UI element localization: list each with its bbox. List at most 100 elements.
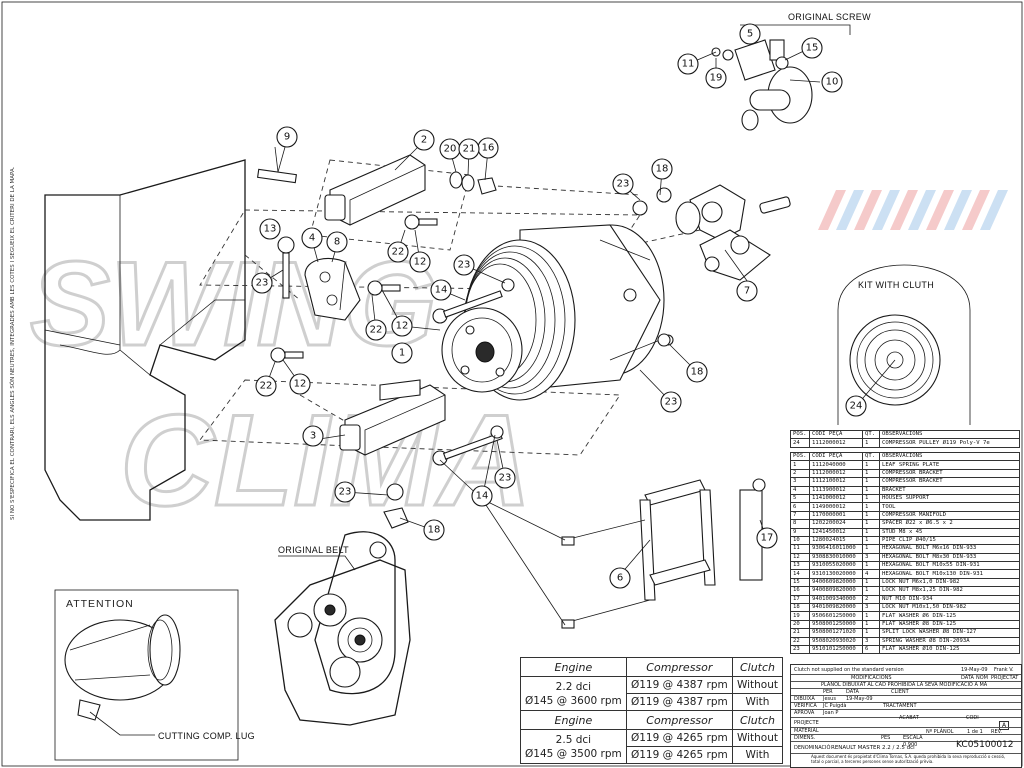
- bom-cell-qty: 1: [862, 577, 880, 588]
- engine-row: 2.5 dci Ø145 @ 3500 rpm Ø119 @ 4265 rpm …: [520, 729, 784, 764]
- label-cutting-comp-lug: CUTTING COMP. LUG: [158, 731, 255, 741]
- side-note: SI NO S'ESPECIFICA EL CONTRARI, ELS ANGL…: [9, 166, 16, 520]
- balloon-22a: 22: [387, 241, 409, 263]
- tb-codi: CODI: [966, 715, 979, 721]
- balloon-3: 3: [302, 425, 324, 447]
- svg-text:11: 11: [682, 59, 695, 70]
- bom-cell-qty: 1: [862, 485, 880, 495]
- engine-name: 2.5 dci: [555, 733, 592, 746]
- bom-cell-obs: LEAF SPRING PLATE: [879, 460, 1020, 470]
- balloon-17: 17: [756, 527, 778, 549]
- bom-cell-code: 1141000012: [809, 493, 863, 504]
- bom-cell-qty: 2: [862, 594, 880, 605]
- label-kit-with-cluth: KIT WITH CLUTH: [858, 280, 934, 290]
- bom-cell-qty: 3: [862, 603, 880, 613]
- balloon-12c: 12: [289, 373, 311, 395]
- side-note-text: SI NO S'ESPECIFICA EL CONTRARI, ELS ANGL…: [9, 166, 16, 520]
- bom-cell-code: 1149000012: [809, 502, 863, 512]
- bom-cell-pos: 9: [790, 527, 810, 537]
- svg-text:7: 7: [744, 286, 750, 297]
- bom-cell-obs: STUD M8 x 45: [879, 527, 1020, 537]
- bom-cell-pos: 23: [790, 644, 810, 655]
- engine-row: Ø119 @ 4265 rpm With: [521, 746, 784, 764]
- bom-cell-obs: HEXAGONAL BOLT M10x55 DIN-931: [879, 561, 1020, 571]
- svg-text:22: 22: [370, 325, 383, 336]
- balloon-14: 14: [471, 485, 493, 507]
- svg-text:1: 1: [399, 348, 405, 359]
- bom-cell-qty: 1: [862, 535, 880, 546]
- tb-col-data: DATA: [961, 675, 974, 681]
- svg-text:9: 9: [284, 132, 290, 143]
- svg-text:18: 18: [691, 367, 704, 378]
- bom-cell-obs: LOCK NUT M8x1,25 DIN-982: [879, 586, 1020, 596]
- watermark: SWING CLIMA: [29, 236, 534, 535]
- balloon-6: 6: [609, 567, 631, 589]
- svg-text:23: 23: [617, 179, 630, 190]
- attention-title: ATTENTION: [66, 598, 134, 610]
- balloon-2: 2: [413, 129, 435, 151]
- svg-text:22: 22: [260, 381, 273, 392]
- tb-col-nom: NOM: [976, 675, 988, 681]
- engine-cell-engine: 2.2 dci Ø145 @ 3600 rpm: [520, 676, 627, 711]
- bom-cell-obs: BRACKET: [879, 485, 1020, 495]
- engine-table-header-row: Engine Compressor Clutch: [520, 657, 784, 677]
- engine-cell-compressor: Ø119 @ 4265 rpm: [625, 729, 733, 747]
- svg-text:23: 23: [665, 397, 678, 408]
- tb-acabat: ACABAT: [899, 715, 919, 721]
- balloons: 1 2 3 4 5 6 7 8 9 10 11 12 12 12 13 14 1…: [251, 23, 867, 589]
- tb-aprova: APROVA: [794, 710, 815, 716]
- svg-text:23: 23: [458, 260, 471, 271]
- tb-dibuixa-data: 19-May-09: [846, 696, 873, 702]
- tb-note-by: Frank V.: [994, 667, 1014, 673]
- engine-compressor-table: Engine Compressor Clutch 2.2 dci Ø145 @ …: [520, 657, 784, 764]
- bom-cell-qty: 1: [862, 628, 880, 638]
- bom-cell-pos: 6: [790, 502, 810, 512]
- bom-cell-qty: 1: [862, 586, 880, 596]
- bracket-4-8: [304, 258, 361, 321]
- bom-cell-obs: COMPRESSOR BRACKET: [879, 468, 1020, 479]
- bom-cell-code: 9306416011000: [809, 544, 863, 554]
- bom-cell-obs: LOCK NUT M6x1,0 DIN-982: [879, 577, 1020, 588]
- bom-cell-obs: SPLIT LOCK WASHER Ø8 DIN-127: [879, 628, 1020, 638]
- tb-dibuixa: DIBUIXA: [794, 696, 815, 702]
- balloon-4: 4: [301, 227, 323, 249]
- original-screw-detail: [711, 24, 851, 131]
- bom-cell-qty: 1: [862, 611, 880, 621]
- bom-cell-pos: 8: [790, 519, 810, 529]
- tb-escala-label: ESCALA: [903, 735, 923, 741]
- balloon-10: 10: [821, 71, 843, 93]
- balloon-12a: 12: [409, 251, 431, 273]
- engine-row: Ø119 @ 4387 rpm With: [521, 693, 784, 711]
- kit-table-header-row: POS. CODI PEÇA QT. OBSERVACIONS: [790, 429, 1020, 440]
- bom-cell-pos: 16: [790, 586, 810, 596]
- bom-cell-obs: HEXAGONAL BOLT M6x16 DIN-933: [879, 544, 1020, 554]
- svg-text:12: 12: [294, 379, 307, 390]
- engine-cell-engine: 2.5 dci Ø145 @ 3500 rpm: [520, 729, 627, 764]
- balloon-23f: 23: [334, 481, 356, 503]
- engine-header-engine: Engine: [520, 657, 627, 677]
- bom-cell-qty: 1: [862, 460, 880, 470]
- brand-logo-stripes: [818, 190, 1008, 230]
- bom-cell-code: 9400809820000: [809, 586, 863, 596]
- bom-cell-code: 9506601250000: [809, 611, 863, 621]
- kit-header-obs: OBSERVACIONS: [879, 429, 1020, 440]
- balloon-23e: 23: [494, 467, 516, 489]
- svg-text:18: 18: [656, 164, 669, 175]
- svg-text:18: 18: [428, 525, 441, 536]
- bom-cell-pos: 20: [790, 619, 810, 630]
- bom-cell-obs: FLAT WASHER Ø10 DIN-125: [879, 644, 1020, 655]
- svg-text:10: 10: [826, 77, 839, 88]
- watermark-text-2: CLIMA: [120, 387, 532, 533]
- engine-sub: Ø145 @ 3500 rpm: [525, 747, 622, 760]
